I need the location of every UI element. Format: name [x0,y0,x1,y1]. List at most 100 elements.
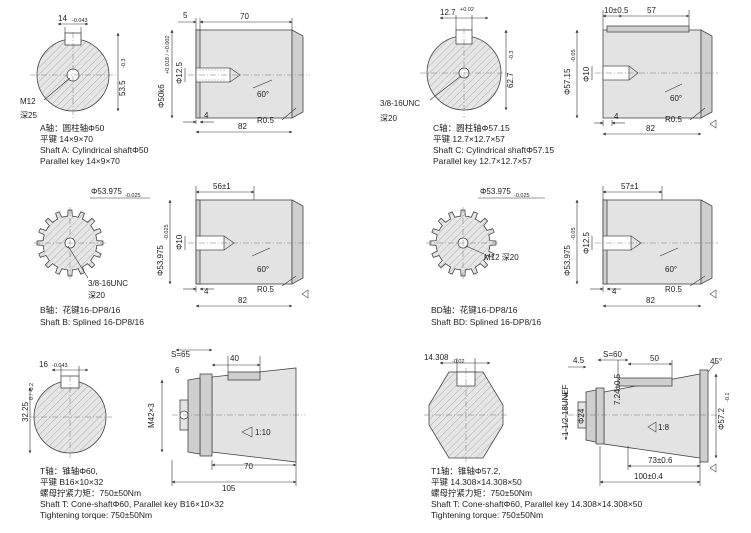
shaft-b-dim-56: 56±1 [213,182,231,191]
shaft-bd-group: Φ53.975 -0.025 M12 深20 57±1 Φ53.975 -0.0… [426,182,718,327]
shaft-bd-radius: R0.5 [665,285,682,294]
shaft-t-key-width: 16 [39,360,48,369]
shaft-b-dim-82: 82 [238,296,247,305]
shaft-b-diameter-tol: -0.025 [164,224,170,240]
shaft-t-dim-70: 70 [244,462,253,471]
shaft-bd-bore: Φ12.5 [582,231,591,254]
shaft-c-height-tol: -0.3 [509,51,515,60]
shaft-c-caption-2: 平键 12.7×12.7×57 [433,134,505,144]
shaft-a-caption-1: A轴：圆柱轴Φ50 [40,123,105,133]
shaft-t-height-tol: 0 / -0.2 [29,383,35,400]
shaft-b-spline-dia: Φ53.975 [91,187,122,196]
shaft-c-radius: R0.5 [665,115,682,124]
shaft-c-angle: 60° [670,94,682,103]
shaft-t1-key-width-tol: -0.02 [452,359,465,365]
shaft-a-thread-depth: 深25 [20,111,37,120]
shaft-bd-thread: M12 深20 [484,253,519,262]
shaft-t1-diameter-tol: -0.1 [725,393,731,402]
shaft-b-caption-2: Shaft B: Splined 16-DP8/16 [40,317,144,327]
shaft-c-diameter-tol: -0.05 [571,49,577,62]
shaft-a-bore: Φ12.5 [175,61,184,84]
shaft-a-thread: M12 [20,97,36,106]
shaft-a-height-tol: -0.3 [121,59,127,68]
shaft-t-caption-5: Tightening torque: 750±50Nm [40,510,152,520]
shaft-t1-caption-4: Shaft T: Cone-shaftΦ60, Parallel key 14.… [431,499,643,509]
shaft-bd-spline-dia-tol: -0.025 [514,193,530,199]
shaft-t-height: 32.25 [21,401,30,422]
shaft-t-taper: 1:10 [255,428,271,437]
shaft-a-dim-5: 5 [183,11,188,20]
shaft-b-thread: 3/8-16UNC [88,279,128,288]
shaft-a-caption-3: Shaft A: Cylindrical shaftΦ50 [40,145,149,155]
shaft-a-key-width-tol: -0.043 [72,18,88,24]
shaft-c-bore: Φ10 [582,66,591,82]
shaft-t-group: 16 -0.043 32.25 0 / -0.2 S=65 6 40 M42×3… [21,348,305,520]
shaft-t1-small-dia: Φ24 [577,408,586,424]
shaft-c-diameter: Φ57.15 [563,68,572,95]
shaft-bd-dim-4: 4 [612,287,617,296]
shaft-t1-dim-73: 73±0.6 [648,456,673,465]
shaft-b-diameter: Φ53.975 [156,245,165,276]
shaft-bd-angle: 60° [665,265,677,274]
shaft-a-group: 14 -0.043 53.5 -0.3 M12 深25 5 70 [20,11,310,166]
shaft-t-caption-4: Shaft T: Cone-shaftΦ60, Parallel key B16… [40,499,224,509]
shaft-t-caption-2: 平键 B16×10×32 [40,477,104,487]
shaft-t-key-width-tol: -0.043 [52,363,68,369]
shaft-t-caption-3: 螺母拧紧力矩：750±50Nm [40,488,141,498]
shaft-b-dim-4: 4 [204,287,209,296]
shaft-b-group: Φ53.975 -0.025 3/8-16UNC 深20 56±1 Φ53.97… [34,182,310,327]
shaft-t-end-view: 16 -0.043 32.25 0 / -0.2 [21,360,112,458]
shaft-t1-key-width: 14.308 [424,353,449,362]
shaft-b-side-view: 56±1 Φ53.975 -0.025 Φ10 60° 4 R0.5 82 [156,182,310,308]
shaft-bd-dim-57: 57±1 [621,182,639,191]
shaft-a-dim-70: 70 [240,12,249,21]
shaft-t1-dim-100: 100±0.4 [634,472,663,481]
shaft-t-dim-40: 40 [230,354,239,363]
shaft-c-group: 12.7 +0.02 62.7 -0.3 3/8-16UNC 深20 10±0.… [380,6,718,166]
shaft-b-radius: R0.5 [257,285,274,294]
shaft-c-caption-1: C轴：圆柱轴Φ57.15 [433,123,510,133]
shaft-a-dim-82: 82 [238,122,247,131]
shaft-bd-dim-82: 82 [646,296,655,305]
shaft-bd-side-view: 57±1 Φ53.975 -0.05 Φ12.5 60° 4 R0.5 82 [563,182,718,308]
shaft-c-caption-3: Shaft C: Cylindrical shaftΦ57.15 [433,145,554,155]
shaft-t1-end-view: 14.308 -0.02 [424,353,508,462]
shaft-t1-caption-2: 平键 14.308×14.308×50 [431,477,522,487]
shaft-t1-taper: 1:8 [658,423,670,432]
shaft-t-thread: M42×3 [147,403,156,428]
shaft-b-bore: Φ10 [175,234,184,250]
shaft-a-caption-4: Parallel key 14×9×70 [40,156,120,166]
shaft-c-thread: 3/8-16UNC [380,99,420,108]
shaft-t1-diameter: Φ57.2 [717,407,726,430]
shaft-t1-nut: S=60 [603,350,622,359]
shaft-t-caption-1: T轴：锥轴Φ60, [40,466,98,476]
shaft-a-height: 53.5 [118,80,127,96]
shaft-t1-dim-50: 50 [650,354,659,363]
shaft-a-diameter: Φ50k6 [157,84,166,108]
shaft-t1-caption-5: Tightening torque: 750±50Nm [431,510,543,520]
shaft-bd-caption-2: Shaft BD: Splined 16-DP8/16 [431,317,541,327]
shaft-a-caption-2: 平键 14×9×70 [40,134,93,144]
shaft-c-height: 62.7 [506,72,515,88]
shaft-t1-angle: 45° [710,357,722,366]
shaft-t-nut: S=65 [171,350,190,359]
shaft-a-angle: 60° [257,90,269,99]
shaft-t1-side-view: 4.5 S=60 50 45° 1-1/2-18UNEF 7.24±0.5 Φ2… [561,350,731,486]
shaft-bd-end-view: Φ53.975 -0.025 M12 深20 [426,187,545,280]
shaft-a-dim-4: 4 [204,111,209,120]
shaft-t1-dim-4-5: 4.5 [573,356,585,365]
shaft-a-side-view: 5 70 Φ50k6 +0.018 / +0.002 Φ12.5 60° 4 R… [157,11,310,134]
shaft-c-dim-4: 4 [614,112,619,121]
shaft-a-key-width: 14 [58,14,67,23]
shaft-c-caption-4: Parallel key 12.7×12.7×57 [433,156,532,166]
shaft-t1-key-depth: 7.24±0.5 [613,373,622,405]
shaft-t-dim-6: 6 [175,366,180,375]
shaft-t-side-view: S=65 6 40 M42×3 1:10 70 105 [147,348,305,493]
shaft-b-thread-depth: 深20 [88,291,105,300]
shaft-t1-caption-3: 螺母拧紧力矩：750±50Nm [431,488,532,498]
shaft-b-spline-dia-tol: -0.025 [125,193,141,199]
shaft-c-thread-depth: 深20 [380,114,397,123]
shaft-a-end-view: 14 -0.043 53.5 -0.3 M12 深25 [20,14,127,120]
shaft-a-diameter-tol: +0.018 / +0.002 [165,35,171,74]
